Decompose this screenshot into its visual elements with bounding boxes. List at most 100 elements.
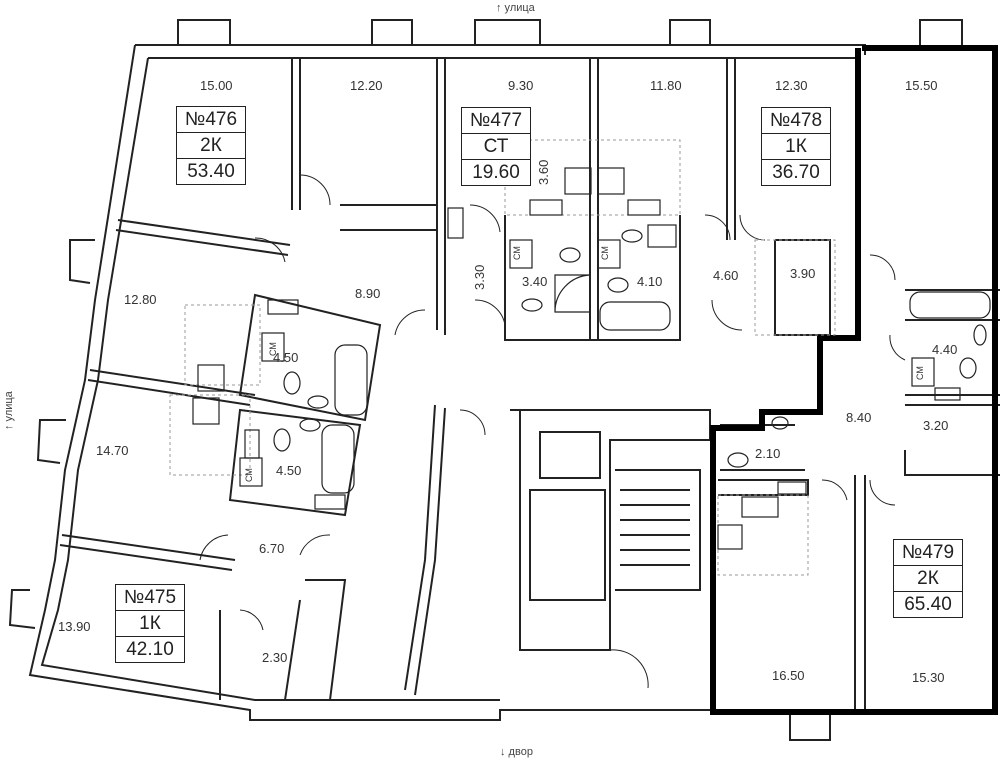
room-area: 13.90 — [58, 619, 91, 634]
apartment-label-478: №478 1К 36.70 — [761, 107, 831, 186]
room-area: 2.30 — [262, 650, 288, 665]
toilet-icon — [727, 452, 749, 468]
stove-icon — [192, 397, 220, 425]
wall-row3-bottom — [59, 534, 236, 571]
apartment-number: №476 — [177, 107, 245, 133]
window-bumps-left — [8, 239, 95, 629]
window-bump-bottom — [789, 710, 831, 741]
room-area: 4.40 — [932, 342, 958, 357]
apartment-number: №477 — [462, 108, 530, 134]
basin-icon — [771, 416, 789, 430]
basin-icon — [973, 324, 987, 346]
wall-479-top — [905, 289, 1000, 321]
washing-machine-label: СМ — [512, 246, 522, 260]
room-area: 15.50 — [905, 78, 938, 93]
street-direction-left: ↑ улица — [3, 391, 15, 430]
room-area: 8.90 — [355, 286, 381, 301]
wall-476-right — [291, 58, 301, 210]
wall-row2-bottom — [87, 369, 256, 406]
wall-478-bath — [774, 239, 831, 336]
sink-icon — [741, 496, 779, 518]
room-area: 6.70 — [259, 541, 285, 556]
sink-icon — [529, 199, 563, 216]
wall-477-right — [589, 58, 599, 340]
basin-icon — [299, 418, 321, 432]
sink-icon — [627, 199, 661, 216]
washing-machine-label: СМ — [244, 468, 254, 482]
bathtub-icon — [321, 424, 355, 494]
elevator-core — [510, 409, 711, 651]
stove-icon — [197, 364, 225, 392]
bathtub-icon — [334, 344, 368, 416]
apartment-number: №479 — [894, 540, 962, 566]
room-area: 15.30 — [912, 670, 945, 685]
basin-icon — [307, 395, 329, 409]
kitchen-zone-row2 — [184, 304, 261, 386]
apartment-label-477: №477 СТ 19.60 — [461, 107, 531, 186]
shower-icon — [554, 274, 591, 313]
apartment-label-476: №476 2К 53.40 — [176, 106, 246, 185]
window-bumps-top — [177, 19, 963, 45]
room-area: 4.60 — [713, 268, 739, 283]
radiator-icon — [267, 299, 299, 315]
room-area: 15.00 — [200, 78, 233, 93]
outer-wall-inner — [40, 57, 855, 701]
wall-479-wc — [904, 394, 1000, 476]
kitchen-zone-row3 — [169, 394, 251, 476]
room-area: 11.80 — [650, 78, 682, 93]
room-area: 9.30 — [508, 78, 534, 93]
room-area: 12.30 — [775, 78, 808, 93]
room-area: 2.10 — [755, 446, 781, 461]
kitchen-zone-479 — [717, 494, 809, 576]
room-area: 4.50 — [276, 463, 302, 478]
basin-icon — [621, 229, 643, 243]
elevator-shaft-1 — [539, 431, 601, 479]
apartment-area: 19.60 — [472, 162, 520, 183]
radiator-icon — [934, 387, 961, 401]
stove-icon — [717, 524, 743, 550]
room-area: 12.80 — [124, 292, 157, 307]
radiator-icon — [244, 429, 260, 459]
apartment-type: 1К — [762, 134, 830, 160]
room-area: 3.30 — [472, 264, 487, 290]
stair-flight — [615, 469, 701, 591]
apartment-number: №475 — [116, 585, 184, 611]
room-area: 4.50 — [273, 350, 299, 365]
room-area: 4.10 — [637, 274, 663, 289]
wall-479-middle — [854, 475, 866, 710]
apartment-type: 1К — [116, 611, 184, 637]
washing-machine-label: СМ — [268, 342, 278, 356]
washing-machine-label: СМ — [915, 366, 925, 380]
washing-machine-icon — [911, 357, 935, 387]
room-area: 3.90 — [790, 266, 816, 281]
apartment-label-479: №479 2К 65.40 — [893, 539, 963, 618]
stove-icon — [597, 167, 625, 195]
apartment-label-475: №475 1К 42.10 — [115, 584, 185, 663]
hall-zone-3.90 — [754, 239, 836, 336]
apartment-type: СТ — [462, 134, 530, 160]
room-area: 8.40 — [846, 410, 872, 425]
wall-corridor-top — [340, 204, 437, 231]
wall-477-left — [436, 58, 446, 335]
radiator-icon — [447, 207, 464, 239]
room-area: 14.70 — [96, 443, 129, 458]
room-area: 12.20 — [350, 78, 383, 93]
wall-bath-block — [238, 293, 382, 422]
basin-icon — [521, 298, 543, 312]
apartment-number: №478 — [762, 108, 830, 134]
kitchen-zone-477 — [504, 139, 681, 216]
toilet-icon — [559, 247, 581, 263]
room-area: 3.60 — [536, 159, 551, 185]
apartment-type: 2К — [894, 566, 962, 592]
apartment-area: 42.10 — [126, 639, 174, 660]
wall-477-bath — [504, 215, 681, 341]
bathtub-icon — [909, 291, 991, 319]
wall-corridor-diag — [404, 404, 446, 696]
washing-machine-label: СМ — [600, 246, 610, 260]
room-area: 3.40 — [522, 274, 548, 289]
apartment-type: 2К — [177, 133, 245, 159]
bathtub-icon — [599, 301, 671, 331]
room-area: 3.20 — [923, 418, 949, 433]
street-direction-top: ↑ улица — [496, 2, 535, 14]
washing-machine-icon — [261, 332, 285, 362]
